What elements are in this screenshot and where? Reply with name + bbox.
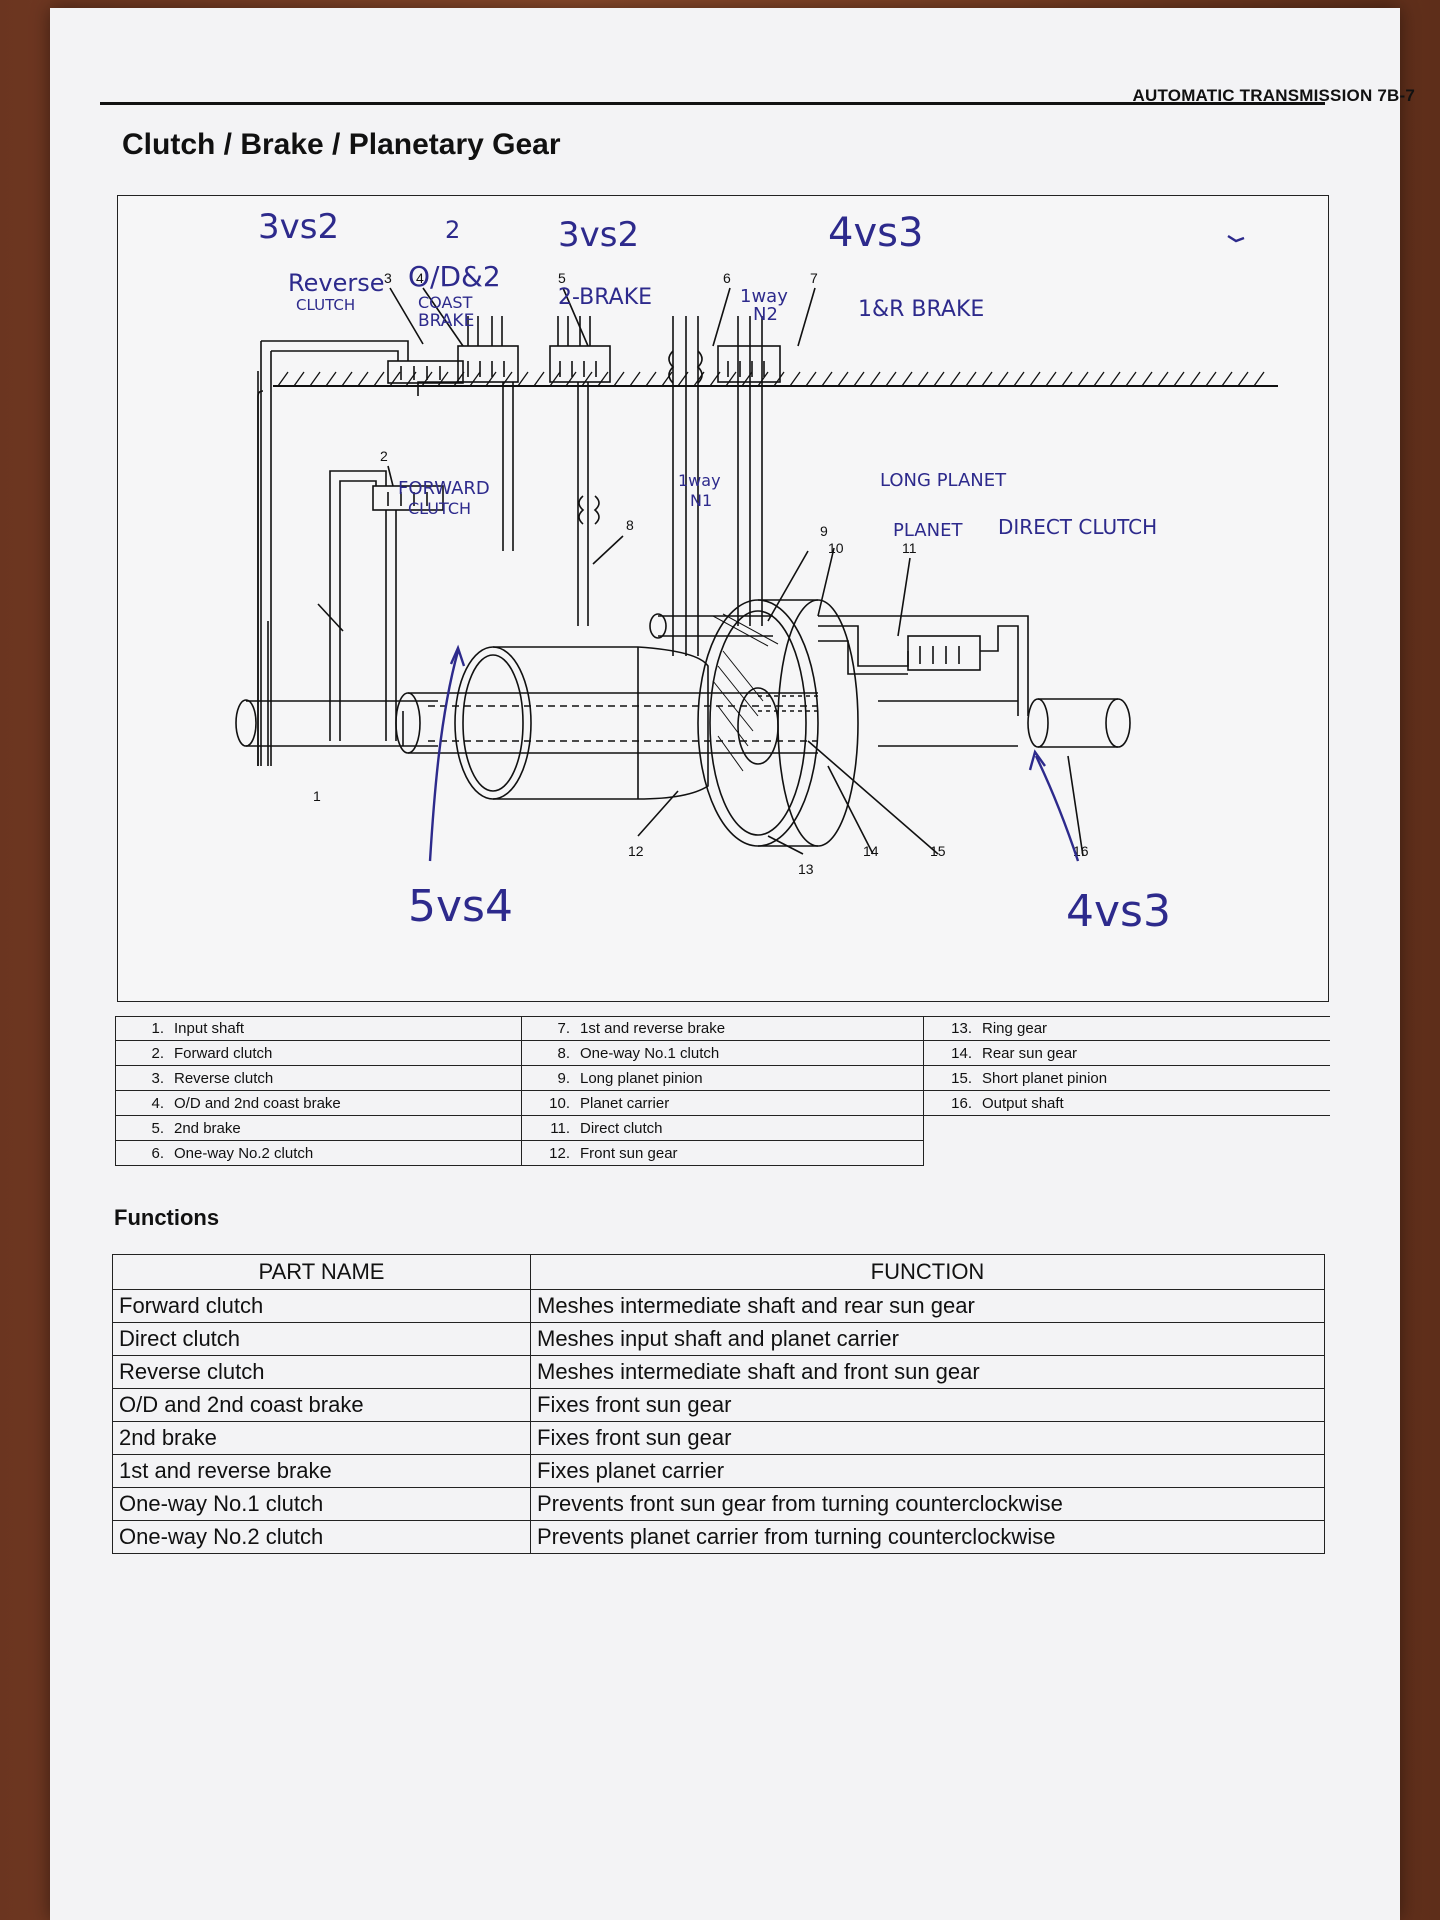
callout-11: 11 <box>902 540 917 556</box>
functions-header-row: PART NAME FUNCTION <box>112 1254 1325 1290</box>
column-header-part-name: PART NAME <box>112 1254 531 1290</box>
note-forward: FORWARD <box>398 478 490 499</box>
note-reverse-clutch: CLUTCH <box>296 296 355 314</box>
note-2: 2 <box>445 216 460 244</box>
legend-row: 14.Rear sun gear <box>924 1041 1330 1066</box>
legend-column-3: 13.Ring gear 14.Rear sun gear 15.Short p… <box>924 1016 1330 1116</box>
legend-row: 4.O/D and 2nd coast brake <box>115 1091 522 1116</box>
function-cell: Prevents front sun gear from turning cou… <box>530 1487 1325 1521</box>
note-od2: O/D&2 <box>408 260 501 293</box>
header-rule <box>100 102 1325 105</box>
callout-14: 14 <box>863 843 879 859</box>
legend-row: 12.Front sun gear <box>521 1141 924 1166</box>
legend-row: 10.Planet carrier <box>521 1091 924 1116</box>
part-name-cell: 2nd brake <box>112 1421 531 1455</box>
callout-12: 12 <box>628 843 644 859</box>
column-header-function: FUNCTION <box>530 1254 1325 1290</box>
legend-row: 6.One-way No.2 clutch <box>115 1141 522 1166</box>
note-1r-brake: 1&R BRAKE <box>858 297 984 322</box>
part-name-cell: O/D and 2nd coast brake <box>112 1388 531 1422</box>
legend-row: 15.Short planet pinion <box>924 1066 1330 1091</box>
running-head: AUTOMATIC TRANSMISSION 7B-7 <box>1132 86 1415 105</box>
legend-row: 13.Ring gear <box>924 1016 1330 1041</box>
function-cell: Prevents planet carrier from turning cou… <box>530 1520 1325 1554</box>
callout-8: 8 <box>626 517 634 533</box>
note-coast-brake: BRAKE <box>418 311 474 331</box>
legend-row: 7.1st and reverse brake <box>521 1016 924 1041</box>
legend-row: 11.Direct clutch <box>521 1116 924 1141</box>
legend-row: 3.Reverse clutch <box>115 1066 522 1091</box>
part-name-cell: Reverse clutch <box>112 1355 531 1389</box>
note-planet: PLANET <box>893 520 963 541</box>
note-long-planet: LONG PLANET <box>880 470 1007 491</box>
callout-1: 1 <box>313 788 321 804</box>
note-3vs2-mid: 3vs2 <box>558 215 639 255</box>
callout-9: 9 <box>820 523 828 539</box>
callout-10: 10 <box>828 540 844 556</box>
legend-row: 5.2nd brake <box>115 1116 522 1141</box>
callout-3: 3 <box>384 270 392 286</box>
callout-2: 2 <box>380 448 388 464</box>
callout-15: 15 <box>930 843 946 859</box>
housing-hatch <box>277 371 1265 387</box>
function-cell: Meshes intermediate shaft and front sun … <box>530 1355 1325 1389</box>
mechanism-lines <box>235 287 1131 857</box>
legend-row: 2.Forward clutch <box>115 1041 522 1066</box>
legend-column-1: 1.Input shaft 2.Forward clutch 3.Reverse… <box>115 1016 522 1166</box>
part-name-cell: One-way No.1 clutch <box>112 1487 531 1521</box>
note-1way-n1-a: 1way <box>678 471 721 490</box>
function-cell: Fixes planet carrier <box>530 1454 1325 1488</box>
note-coast: COAST <box>418 293 473 312</box>
functions-heading: Functions <box>114 1205 220 1230</box>
diagram-svg: 3 4 5 6 7 2 8 9 10 11 1 12 13 14 15 16 3… <box>235 207 1278 937</box>
callout-13: 13 <box>798 861 814 877</box>
note-reverse: Reverse <box>288 269 384 297</box>
part-name-cell: 1st and reverse brake <box>112 1454 531 1488</box>
legend-row: 9.Long planet pinion <box>521 1066 924 1091</box>
note-4vs3-bottom: 4vs3 <box>1066 886 1171 937</box>
note-1way-n1-b: N1 <box>690 491 712 510</box>
function-cell: Fixes front sun gear <box>530 1388 1325 1422</box>
callout-4: 4 <box>416 270 424 286</box>
note-4vs3-top: 4vs3 <box>828 210 923 256</box>
note-1way-n2-b: N2 <box>753 304 778 325</box>
legend-row: 1.Input shaft <box>115 1016 522 1041</box>
note-5vs4: 5vs4 <box>408 881 513 932</box>
function-cell: Meshes intermediate shaft and rear sun g… <box>530 1289 1325 1323</box>
legend-column-2: 7.1st and reverse brake 8.One-way No.1 c… <box>521 1016 924 1166</box>
part-name-cell: Direct clutch <box>112 1322 531 1356</box>
page-title: Clutch / Brake / Planetary Gear <box>122 128 561 161</box>
part-name-cell: Forward clutch <box>112 1289 531 1323</box>
callout-7: 7 <box>810 270 818 286</box>
note-forward-clutch: CLUTCH <box>408 499 471 518</box>
note-1way-n2-a: 1way <box>740 286 788 307</box>
callout-5: 5 <box>558 270 566 286</box>
callout-6: 6 <box>723 270 731 286</box>
legend-row: 8.One-way No.1 clutch <box>521 1041 924 1066</box>
note-3vs2-left: 3vs2 <box>258 207 339 247</box>
legend-row: 16.Output shaft <box>924 1091 1330 1116</box>
transmission-diagram: 3 4 5 6 7 2 8 9 10 11 1 12 13 14 15 16 3… <box>117 195 1329 1002</box>
part-name-cell: One-way No.2 clutch <box>112 1520 531 1554</box>
function-cell: Fixes front sun gear <box>530 1421 1325 1455</box>
function-cell: Meshes input shaft and planet carrier <box>530 1322 1325 1356</box>
note-direct-clutch: DIRECT CLUTCH <box>998 515 1157 539</box>
note-2-brake: 2-BRAKE <box>558 285 652 310</box>
